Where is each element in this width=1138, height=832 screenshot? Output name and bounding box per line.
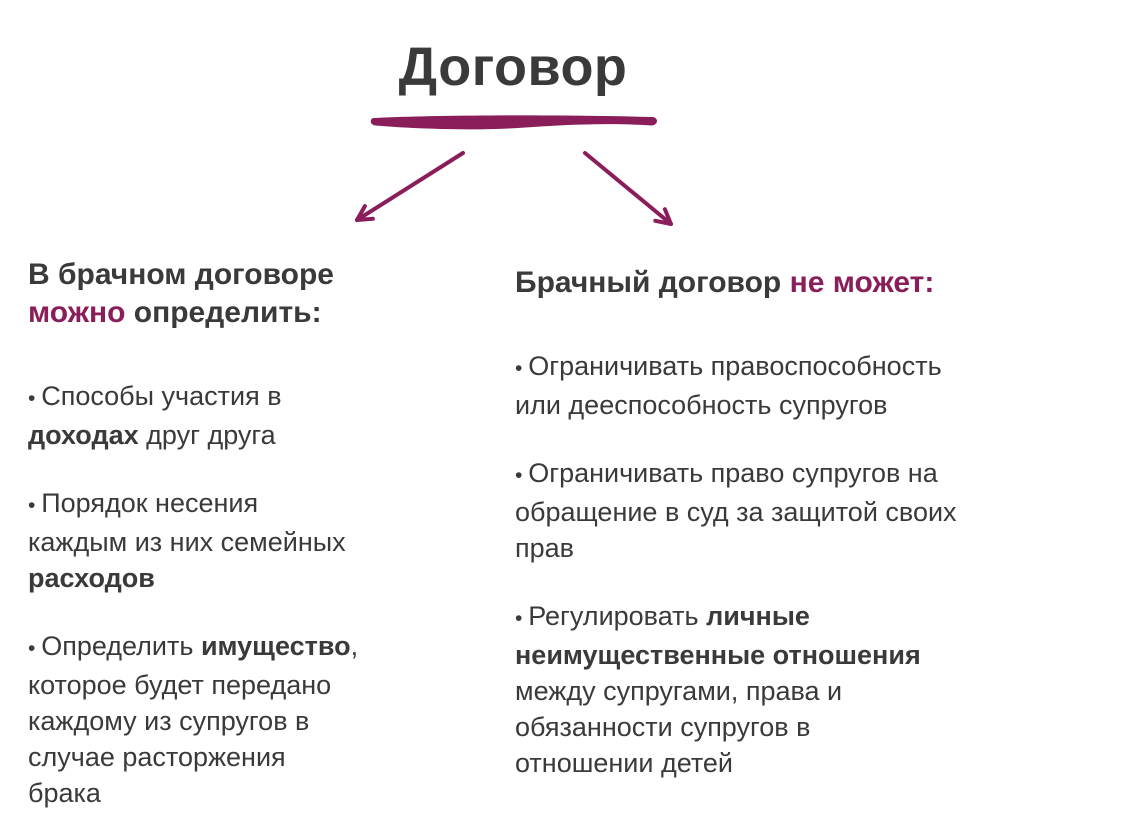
bullet-item: • Порядок несения каждым из них семейных… <box>28 485 462 596</box>
arrow-right-icon <box>583 151 673 226</box>
can-column: В брачном договоре можно определить: • С… <box>28 238 462 832</box>
text-segment: доходах <box>28 420 139 450</box>
text-segment: Порядок несения каждым из них семейных <box>28 488 346 557</box>
text-segment: имущество <box>200 631 351 661</box>
bullet-dot: • <box>28 494 42 517</box>
bullet-dot: • <box>515 464 529 487</box>
arrow-left-icon <box>355 151 465 222</box>
bullet-item: • Регулировать личные неимущественные от… <box>515 598 1129 781</box>
text-segment: определить: <box>125 296 322 329</box>
bullet-dot: • <box>28 387 42 410</box>
text-segment: Определить <box>41 631 201 661</box>
bullet-item: • Определить имущество, которое будет пе… <box>28 628 462 811</box>
text-segment: расходов <box>28 563 155 593</box>
bullet-item: • Ограничивать право супругов на обращен… <box>515 455 1129 566</box>
can-column-heading: В брачном договоре можно определить: <box>28 256 462 332</box>
text-segment: личные неимущественные отношения <box>515 601 921 670</box>
text-segment: , которое будет передано каждому из супр… <box>28 631 359 808</box>
text-segment: друг друга <box>138 420 276 450</box>
bullet-dot: • <box>515 607 529 630</box>
text-segment: Регулировать <box>528 601 707 631</box>
text-segment: Брачный договор <box>515 266 790 299</box>
text-segment: В брачном договоре <box>28 258 334 291</box>
brush-underline-icon <box>370 115 658 130</box>
diagram-title: Договор <box>398 37 628 97</box>
can-column-bullets: • Способы участия в доходах друг друга• … <box>28 378 462 811</box>
cannot-column-bullets: • Ограничивать правоспособность или деес… <box>515 348 1129 781</box>
bullet-dot: • <box>28 637 42 660</box>
text-segment: Ограничивать правоспособность или дееспо… <box>515 351 942 420</box>
cannot-column: Брачный договор не может: • Ограничивать… <box>515 246 1129 831</box>
text-segment: можно <box>28 296 126 329</box>
branch-arrows <box>355 151 673 226</box>
bullet-dot: • <box>515 357 529 380</box>
bullet-item: • Способы участия в доходах друг друга <box>28 378 462 453</box>
bullet-item: • Ограничивать правоспособность или деес… <box>515 348 1129 423</box>
text-segment: Способы участия в <box>41 381 282 411</box>
text-segment: не может: <box>789 266 935 299</box>
cannot-column-heading: Брачный договор не может: <box>515 264 1129 302</box>
text-segment: между супругами, права и обязанности суп… <box>515 676 843 778</box>
text-segment: Ограничивать право супругов на обращение… <box>515 458 957 563</box>
